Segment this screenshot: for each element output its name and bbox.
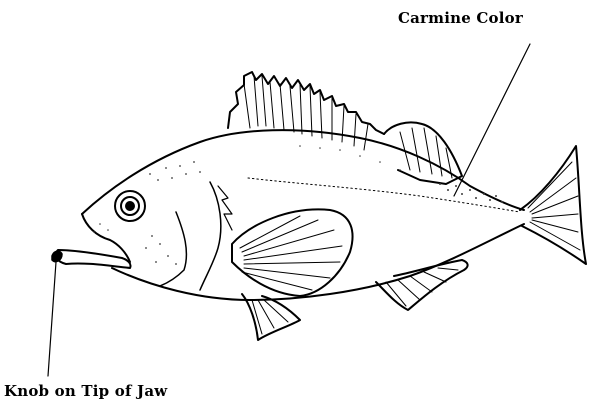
anal-fin-rays bbox=[386, 268, 458, 306]
lower-jaw bbox=[56, 250, 131, 268]
gill-cover bbox=[200, 182, 221, 290]
body-back-outline bbox=[82, 130, 524, 214]
preoperculum bbox=[160, 212, 186, 286]
dorsal-fin-spiny bbox=[228, 72, 384, 134]
eye-pupil bbox=[125, 201, 135, 211]
jaw-knob bbox=[52, 251, 62, 261]
carmine-color-label: Carmine Color bbox=[398, 9, 523, 27]
tail-fin bbox=[520, 146, 586, 264]
carmine-leader-line bbox=[454, 44, 530, 196]
tail-fin-rays bbox=[528, 162, 580, 250]
knob-leader-line bbox=[48, 262, 56, 376]
lateral-line bbox=[248, 178, 520, 212]
dorsal-fin-soft bbox=[384, 122, 462, 184]
knob-on-tip-of-jaw-label: Knob on Tip of Jaw bbox=[4, 382, 167, 400]
